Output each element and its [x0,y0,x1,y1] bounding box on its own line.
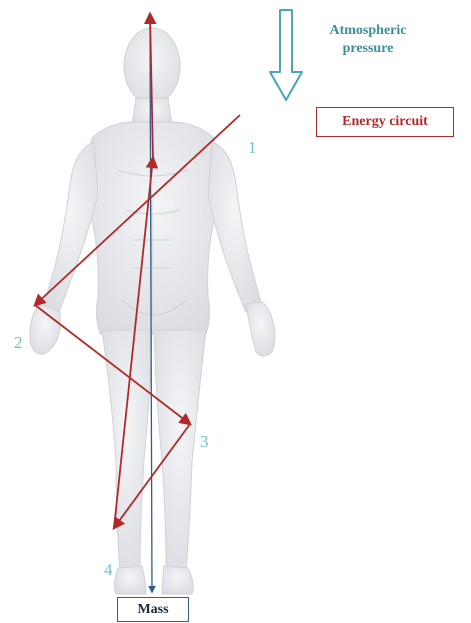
body-right-arm [208,142,262,312]
pressure-arrow-icon [270,10,302,100]
energy-circuit-label: Energy circuit [316,107,454,137]
body-right-hand [246,302,275,356]
body-right-leg [154,330,206,572]
body-right-foot [162,566,193,594]
body-left-leg [102,330,152,572]
atmospheric-pressure-label: Atmospheric pressure [318,22,418,58]
point-label-2: 2 [14,333,23,353]
point-label-1: 1 [248,138,257,158]
mass-label: Mass [117,597,189,622]
body-left-arm [42,142,98,314]
body-left-foot [114,566,146,594]
point-label-3: 3 [200,432,209,452]
point-label-4: 4 [104,560,113,580]
